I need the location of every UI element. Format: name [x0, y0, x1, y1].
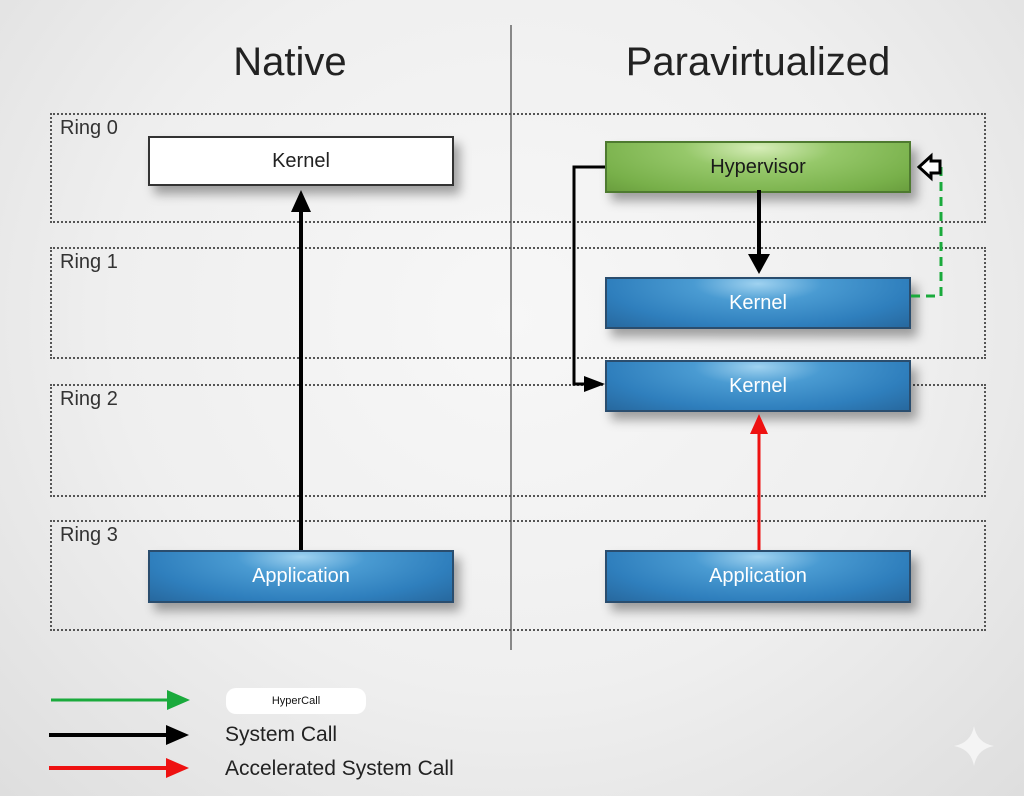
native-application-box: Application — [148, 550, 454, 603]
para-application-label: Application — [709, 565, 807, 587]
ring-1-label: Ring 1 — [60, 251, 118, 273]
legend-accelerated-call-label: Accelerated System Call — [225, 757, 454, 780]
legend-system-call-label: System Call — [225, 723, 338, 746]
hypervisor-label: Hypervisor — [710, 155, 806, 178]
native-application-label: Application — [252, 565, 350, 587]
legend-hypercall-label: HyperCall — [226, 688, 366, 714]
para-kernel-ring1-box: Kernel — [605, 277, 911, 329]
ring-3-zone: Ring 3 — [50, 520, 986, 631]
hypervisor-to-kernel-arrow — [748, 190, 770, 274]
hypervisor-to-kernel-ring2-arrow — [572, 165, 605, 392]
ring-0-zone: Ring 0 — [50, 113, 986, 223]
ring-0-label: Ring 0 — [60, 117, 118, 139]
legend-accelerated-call-arrow — [49, 758, 189, 778]
ring-1-zone: Ring 1 — [50, 247, 986, 359]
legend-system-call-arrow — [49, 725, 189, 745]
para-kernel-ring2-label: Kernel — [729, 374, 787, 397]
hypervisor-box: Hypervisor — [605, 141, 911, 193]
para-kernel-ring1-label: Kernel — [729, 291, 787, 314]
native-system-call-arrow — [291, 190, 311, 550]
ring-3-label: Ring 3 — [60, 524, 118, 546]
para-kernel-ring2-box: Kernel — [605, 360, 911, 412]
legend-hypercall-text: HyperCall — [271, 695, 321, 707]
native-kernel-box: Kernel — [148, 136, 454, 186]
para-application-box: Application — [605, 550, 911, 603]
ring-2-label: Ring 2 — [60, 388, 118, 410]
native-title: Native — [233, 40, 347, 84]
hypercall-arrow — [911, 152, 943, 298]
sparkle-icon — [954, 726, 994, 766]
native-kernel-label: Kernel — [272, 149, 330, 172]
accelerated-system-call-arrow — [750, 414, 768, 550]
ring-2-zone: Ring 2 — [50, 384, 986, 497]
column-divider — [510, 25, 512, 650]
paravirtualized-title: Paravirtualized — [625, 40, 891, 84]
legend-hypercall-arrow — [51, 690, 190, 710]
